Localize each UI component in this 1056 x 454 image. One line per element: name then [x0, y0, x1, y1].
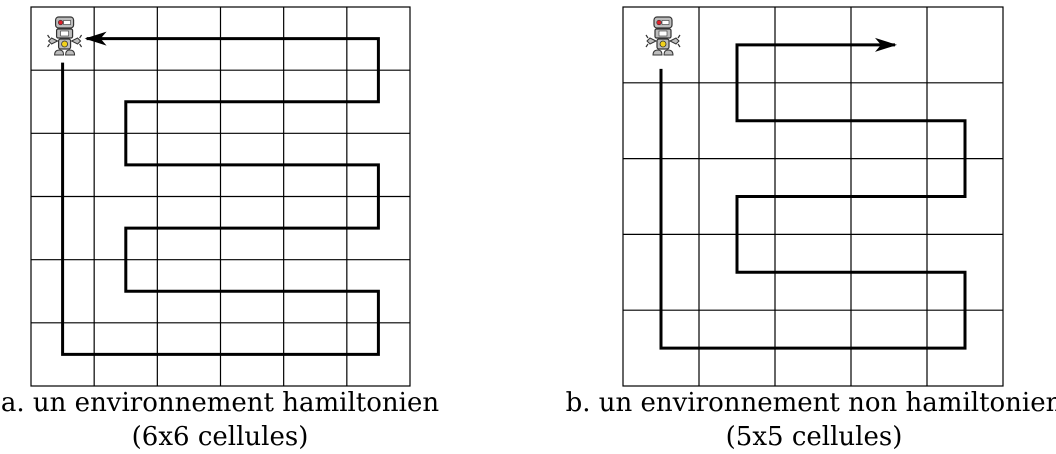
panel-b [622, 6, 1004, 387]
coverage-path-a [61, 31, 380, 356]
arrow-head [875, 37, 897, 52]
caption-a-line2: (6x6 cellules) [131, 422, 309, 452]
arrow-head [84, 31, 107, 46]
robot-icon [645, 16, 681, 56]
panel-a [30, 6, 411, 387]
path-line [61, 37, 380, 356]
caption-b-line1: b. un environnement non hamiltonien [565, 388, 1056, 418]
grid-border [622, 6, 1004, 387]
caption-b-line2: (5x5 cellules) [725, 422, 903, 452]
grid-a [30, 6, 411, 387]
path-line [659, 43, 967, 350]
caption-a-line1: a. un environnement hamiltonien [0, 388, 440, 418]
robot-icon [47, 16, 83, 56]
coverage-path-b [659, 37, 967, 350]
